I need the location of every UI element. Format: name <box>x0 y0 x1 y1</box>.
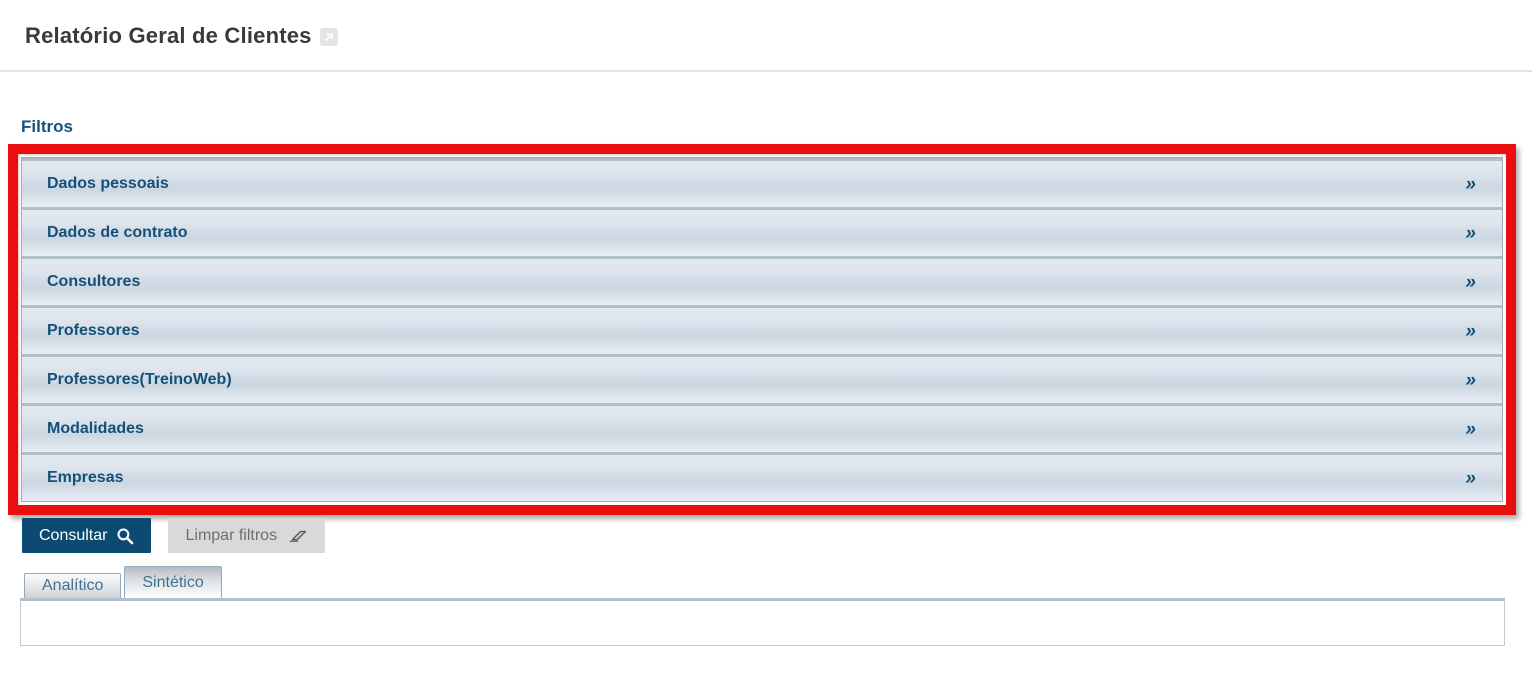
accordion-section-label: Professores <box>47 322 140 339</box>
accordion-section-label: Professores(TreinoWeb) <box>47 371 232 388</box>
eraser-icon <box>286 529 308 543</box>
expand-icon: » <box>1465 320 1476 342</box>
page-title: Relatório Geral de Clientes <box>25 23 312 48</box>
accordion-section-empresas[interactable]: Empresas » <box>22 452 1502 501</box>
consultar-button[interactable]: Consultar <box>22 518 152 553</box>
expand-icon: » <box>1465 173 1476 195</box>
accordion-section-label: Empresas <box>47 469 124 486</box>
expand-icon: » <box>1465 369 1476 391</box>
page-header: Relatório Geral de Clientes <box>0 0 1532 72</box>
consultar-button-label: Consultar <box>39 526 108 544</box>
search-icon <box>116 527 134 545</box>
accordion-section-dados-pessoais[interactable]: Dados pessoais » <box>22 158 1502 207</box>
expand-icon: » <box>1465 467 1476 489</box>
result-tabs: Analítico Sintético <box>24 566 1532 598</box>
expand-icon: » <box>1465 418 1476 440</box>
accordion-section-consultores[interactable]: Consultores » <box>22 256 1502 305</box>
accordion-section-dados-de-contrato[interactable]: Dados de contrato » <box>22 207 1502 256</box>
result-panel <box>20 598 1505 646</box>
accordion-section-professores-treinoweb[interactable]: Professores(TreinoWeb) » <box>22 354 1502 403</box>
expand-icon: » <box>1465 271 1476 293</box>
filters-accordion: Dados pessoais » Dados de contrato » Con… <box>21 157 1503 502</box>
accordion-section-label: Modalidades <box>47 420 144 437</box>
expand-icon: » <box>1465 222 1476 244</box>
tab-sintetico-label: Sintético <box>142 573 204 591</box>
tab-sintetico[interactable]: Sintético <box>124 566 222 598</box>
filters-heading: Filtros <box>21 117 73 136</box>
limpar-filtros-button[interactable]: Limpar filtros <box>168 518 326 553</box>
tab-analitico-label: Analítico <box>42 577 104 594</box>
accordion-section-label: Consultores <box>47 273 141 290</box>
accordion-section-professores[interactable]: Professores » <box>22 305 1502 354</box>
accordion-section-modalidades[interactable]: Modalidades » <box>22 403 1502 452</box>
red-highlight-annotation: Dados pessoais » Dados de contrato » Con… <box>8 144 1516 515</box>
tab-analitico[interactable]: Analítico <box>24 573 122 598</box>
accordion-section-label: Dados de contrato <box>47 224 188 241</box>
accordion-section-label: Dados pessoais <box>47 175 169 192</box>
actions-row: Consultar Limpar filtros <box>22 518 1532 553</box>
limpar-filtros-button-label: Limpar filtros <box>185 526 278 544</box>
external-link-icon[interactable] <box>319 28 338 46</box>
